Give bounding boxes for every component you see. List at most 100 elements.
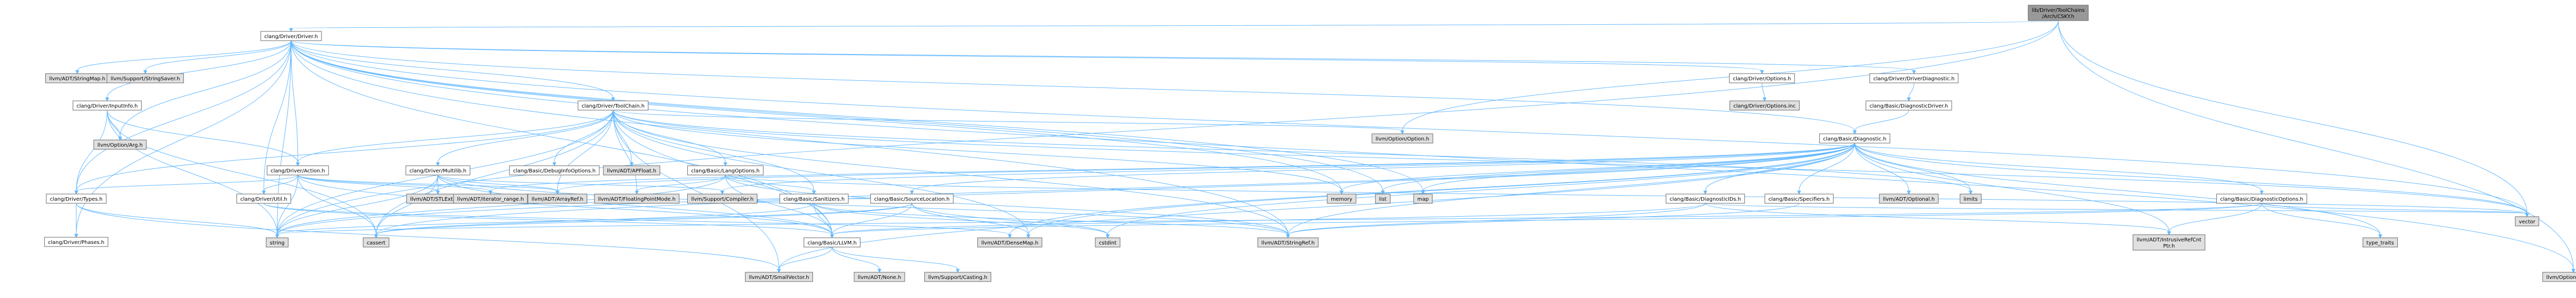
node-action-h[interactable]: clang/Driver/Action.h bbox=[266, 165, 329, 176]
node-none-h[interactable]: llvm/ADT/None.h bbox=[854, 272, 905, 282]
node-llvm-h[interactable]: clang/Basic/LLVM.h bbox=[803, 237, 861, 248]
node-label: llvm/ADT/FloatingPointMode.h bbox=[598, 197, 675, 202]
edge-toolchain-h-to-multilib-h bbox=[436, 110, 614, 167]
node-types-h[interactable]: clang/Driver/Types.h bbox=[46, 194, 107, 204]
node-arg-h[interactable]: llvm/Option/Arg.h bbox=[93, 139, 147, 150]
node-box bbox=[803, 237, 861, 248]
node-label: vector bbox=[2519, 219, 2536, 225]
edge-diagids-h-to-irc-h bbox=[1705, 203, 2171, 236]
node-box bbox=[107, 73, 184, 83]
node-map[interactable]: map bbox=[1413, 194, 1433, 204]
node-diagnostic-h[interactable]: clang/Basic/Diagnostic.h bbox=[1819, 133, 1890, 144]
edge-action-h-to-types-h bbox=[74, 174, 298, 195]
node-memory[interactable]: memory bbox=[1327, 194, 1357, 204]
node-box bbox=[2028, 5, 2089, 21]
node-util-h[interactable]: clang/Driver/Util.h bbox=[236, 194, 291, 204]
node-box bbox=[1375, 194, 1391, 204]
node-label: clang/Basic/LangOptions.h bbox=[691, 168, 760, 174]
node-srcloc-h[interactable]: clang/Basic/SourceLocation.h bbox=[870, 194, 954, 204]
edge-types-h-to-phases-h bbox=[74, 203, 78, 238]
node-options-h[interactable]: clang/Driver/Options.h bbox=[1729, 73, 1795, 83]
node-arrayref-h[interactable]: llvm/ADT/ArrayRef.h bbox=[528, 194, 587, 204]
node-langoptions-h[interactable]: clang/Basic/LangOptions.h bbox=[687, 165, 764, 176]
node-inputinfo-h[interactable]: clang/Driver/InputInfo.h bbox=[73, 100, 142, 111]
edge-diagnostic-h-to-srcloc-h bbox=[910, 143, 1855, 195]
node-compiler-h[interactable]: llvm/Support/Compiler.h bbox=[687, 194, 758, 204]
node-box bbox=[1257, 237, 1319, 248]
node-box bbox=[1959, 194, 1982, 204]
edge-driver-h-to-stringref-h bbox=[291, 40, 1290, 239]
node-label: clang/Basic/Sanitizers.h bbox=[784, 197, 845, 202]
node-label: clang/Basic/Diagnostic.h bbox=[1823, 136, 1887, 142]
node-box bbox=[453, 194, 528, 204]
node-cstdint[interactable]: cstdint bbox=[1095, 237, 1121, 248]
node-box bbox=[528, 194, 587, 204]
node-optional-h[interactable]: llvm/ADT/Optional.h bbox=[1879, 194, 1939, 204]
node-casting-h[interactable]: llvm/Support/Casting.h bbox=[924, 272, 991, 282]
edge-driver-h-to-options-h bbox=[291, 40, 1764, 75]
edge-driverdiag-h-to-diagdriver-h bbox=[1907, 82, 1914, 102]
node-iterrange-h[interactable]: llvm/ADT/iterator_range.h bbox=[453, 194, 528, 204]
node-diagdriver-h[interactable]: clang/Basic/DiagnosticDriver.h bbox=[1866, 100, 1952, 111]
node-box bbox=[2542, 272, 2576, 282]
node-stringmap-h[interactable]: llvm/ADT/StringMap.h bbox=[45, 73, 110, 83]
node-label: clang/Driver/Options.inc bbox=[1734, 103, 1796, 109]
node-multilib-h[interactable]: clang/Driver/Multilib.h bbox=[405, 165, 470, 176]
node-type-traits[interactable]: type_traits bbox=[2362, 237, 2398, 248]
node-phases-h[interactable]: clang/Driver/Phases.h bbox=[44, 237, 109, 247]
node-option-h[interactable]: llvm/Option/Option.h bbox=[1371, 133, 1433, 144]
node-diagids-h[interactable]: clang/Basic/DiagnosticIDs.h bbox=[1666, 194, 1745, 204]
node-toolchain-h[interactable]: clang/Driver/ToolChain.h bbox=[578, 100, 649, 111]
node-fpmode-h[interactable]: llvm/ADT/FloatingPointMode.h bbox=[594, 194, 680, 204]
node-label: Ptr.h bbox=[2163, 243, 2175, 249]
node-cassert[interactable]: cassert bbox=[363, 237, 389, 248]
edge-diagids-h-to-llvm-h bbox=[830, 203, 1706, 239]
node-label: clang/Basic/Specifiers.h bbox=[1769, 197, 1830, 202]
node-specifiers-h[interactable]: clang/Basic/Specifiers.h bbox=[1765, 194, 1834, 204]
node-box bbox=[1869, 73, 1959, 83]
edge-diagnostic-h-to-stringref-h bbox=[1286, 143, 1855, 239]
edge-toolchain-h-to-action-h bbox=[296, 110, 614, 167]
node-stringsaver-h[interactable]: llvm/Support/StringSaver.h bbox=[107, 73, 184, 83]
node-driver-h[interactable]: clang/Driver/Driver.h bbox=[260, 31, 322, 41]
edge-diagnostic-h-to-limits bbox=[1854, 143, 1973, 195]
edge-diagnostic-h-to-cassert bbox=[374, 143, 1855, 239]
node-stringref-h[interactable]: llvm/ADT/StringRef.h bbox=[1257, 237, 1319, 248]
node-label: llvm/ADT/StringRef.h bbox=[1261, 240, 1314, 246]
node-driverdiag-h[interactable]: clang/Driver/DriverDiagnostic.h bbox=[1869, 73, 1959, 83]
node-box bbox=[2515, 216, 2539, 226]
edge-diagoptions-h-to-llvm-h bbox=[830, 203, 2262, 239]
node-label: list bbox=[1379, 197, 1387, 202]
edge-types-h-to-string bbox=[76, 203, 279, 239]
node-vector[interactable]: vector bbox=[2515, 216, 2539, 226]
node-string[interactable]: string bbox=[266, 237, 289, 248]
edge-langoptions-h-to-stringref-h bbox=[725, 174, 1290, 239]
edge-srcloc-h-to-utility bbox=[911, 203, 1030, 239]
node-apfloat-h[interactable]: llvm/ADT/APFloat.h bbox=[603, 165, 660, 176]
edge-action-h-to-cassert bbox=[297, 174, 378, 239]
node-limits[interactable]: limits bbox=[1959, 194, 1982, 204]
node-diagoptions-h[interactable]: clang/Basic/DiagnosticOptions.h bbox=[2216, 194, 2308, 204]
edge-srcloc-h-to-cstdint bbox=[911, 203, 1110, 239]
edge-driver-h-to-arglist-h bbox=[291, 40, 2575, 273]
node-box bbox=[46, 194, 107, 204]
node-smallvector-h[interactable]: llvm/ADT/SmallVector.h bbox=[745, 272, 813, 282]
edge-driver-h-to-inputinfo-h bbox=[105, 40, 292, 102]
node-densemap-h[interactable]: llvm/ADT/DenseMap.h bbox=[977, 237, 1042, 248]
node-list[interactable]: list bbox=[1375, 194, 1391, 204]
node-box bbox=[1666, 194, 1745, 204]
node-box bbox=[266, 165, 329, 176]
node-label: clang/Basic/DiagnosticOptions.h bbox=[2220, 197, 2303, 202]
edge-util-h-to-llvm-h bbox=[263, 203, 834, 239]
node-sanitizers-h[interactable]: clang/Basic/Sanitizers.h bbox=[779, 194, 849, 204]
edge-driver-h-to-llvm-h bbox=[291, 40, 834, 239]
node-debuginfo-h[interactable]: clang/Basic/DebugInfoOptions.h bbox=[509, 165, 600, 176]
node-label: clang/Driver/InputInfo.h bbox=[77, 103, 138, 109]
edge-diagoptions-h-to-vector bbox=[2261, 203, 2529, 218]
node-arglist-h[interactable]: llvm/Option/ArgList.h bbox=[2542, 272, 2576, 282]
node-box bbox=[266, 237, 289, 248]
node-options-inc[interactable]: clang/Driver/Options.inc bbox=[1730, 100, 1800, 111]
edge-driver-h-to-diagnostic-h bbox=[291, 40, 1857, 135]
node-label: clang/Driver/Driver.h bbox=[264, 34, 318, 40]
